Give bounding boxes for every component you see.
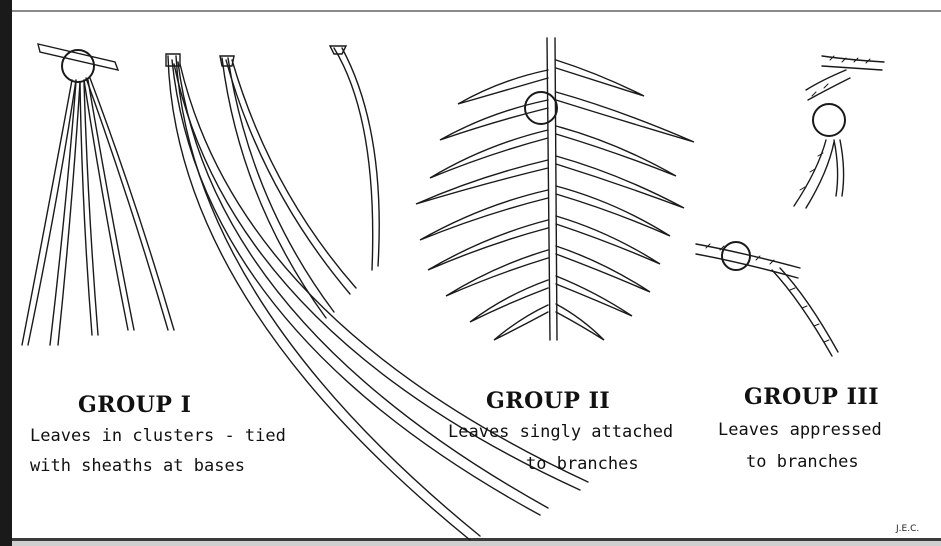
medium-needle bbox=[226, 60, 356, 294]
branch-stem bbox=[547, 38, 557, 340]
leaf bbox=[458, 70, 548, 104]
leaf bbox=[556, 126, 676, 176]
group-2-branch bbox=[416, 38, 694, 340]
group-1-twig-cluster bbox=[22, 44, 174, 345]
twig-branch bbox=[834, 140, 844, 196]
twig-branch bbox=[772, 268, 838, 356]
artist-signature: J.E.C. bbox=[896, 524, 919, 534]
leaf bbox=[470, 280, 548, 322]
leaf bbox=[416, 160, 548, 204]
cluster-needle bbox=[86, 78, 174, 330]
group-2-caption-line-1: Leaves singly attached bbox=[448, 418, 673, 446]
leaf bbox=[556, 304, 604, 340]
group-2-heading: GROUP II bbox=[486, 388, 610, 414]
group-1-caption-line-2: with sheaths at bases bbox=[30, 452, 245, 480]
scale-texture bbox=[706, 244, 829, 342]
short-needle bbox=[334, 48, 379, 270]
twig bbox=[38, 44, 118, 70]
attachment-highlight-circle bbox=[525, 92, 557, 124]
group-3-heading: GROUP III bbox=[744, 384, 879, 410]
cluster-needle bbox=[22, 80, 76, 345]
needle-base bbox=[330, 46, 346, 54]
leaf bbox=[428, 220, 548, 270]
group-1-caption-line-1: Leaves in clusters - tied bbox=[30, 422, 286, 450]
scale-leaf-highlight-circle bbox=[722, 242, 750, 270]
leaf bbox=[556, 60, 644, 96]
twig-branch bbox=[794, 140, 834, 208]
group-3-caption-line-2: to branches bbox=[746, 448, 859, 476]
group-3-twig-lower bbox=[696, 242, 838, 356]
leaf bbox=[494, 305, 548, 340]
group-2-caption-line-2: to branches bbox=[526, 450, 639, 478]
group-3-twig-upper bbox=[794, 56, 884, 208]
group-1-heading: GROUP I bbox=[78, 392, 191, 418]
group-3-caption-line-1: Leaves appressed bbox=[718, 416, 882, 444]
sheath-highlight-circle bbox=[62, 50, 94, 82]
leaf bbox=[556, 186, 670, 236]
leaf bbox=[556, 246, 650, 292]
scale-leaf-highlight-circle bbox=[813, 104, 845, 136]
cluster-needle bbox=[84, 80, 134, 330]
leaf bbox=[556, 216, 660, 264]
scale-texture bbox=[800, 56, 870, 190]
leaf bbox=[556, 92, 694, 142]
